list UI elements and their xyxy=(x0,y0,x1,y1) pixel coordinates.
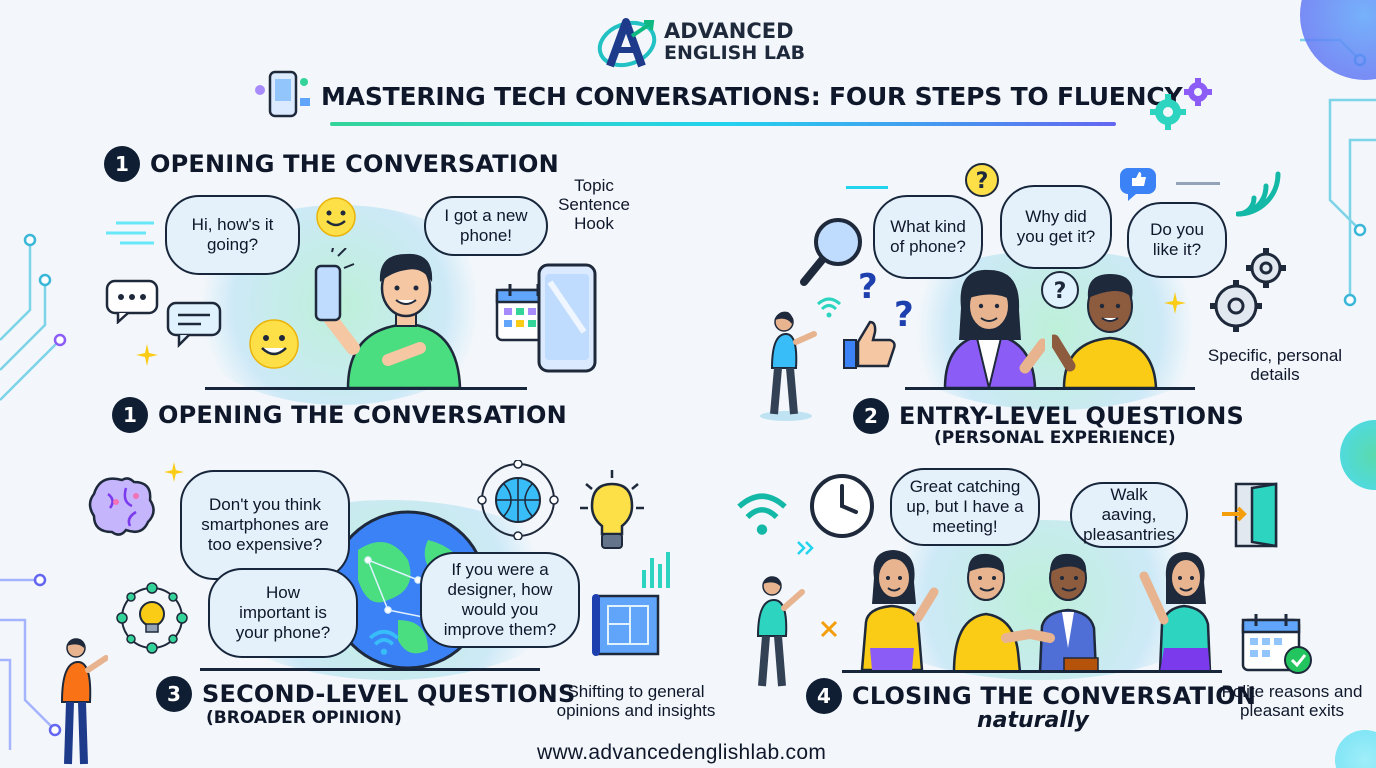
corner-orb-bottom-right xyxy=(1335,730,1376,768)
svg-text:?: ? xyxy=(1054,279,1067,304)
corner-orb-right xyxy=(1340,420,1376,490)
brand-logo: ADVANCED ENGLISH LAB xyxy=(596,14,805,70)
gear-icon xyxy=(1210,248,1286,332)
brand-line-1: ADVANCED xyxy=(664,19,794,43)
step1-number-bottom: 1 xyxy=(112,397,148,433)
step2-note: Specific, personal details xyxy=(1207,346,1343,384)
step3-bubble-designer: If you were a designer, how would you im… xyxy=(420,552,580,648)
step4-small-person-waving xyxy=(756,576,805,687)
step3-heading: 3 SECOND-LEVEL QUESTIONS xyxy=(156,676,575,712)
wifi-icon xyxy=(816,297,842,318)
step4-woman-waving xyxy=(860,550,939,670)
magnifier-icon xyxy=(800,218,862,286)
step4-woman-leaving xyxy=(1139,552,1212,672)
step1-person-with-phone xyxy=(314,248,462,388)
circuit-decoration-left xyxy=(0,233,67,401)
chat-dots-icon xyxy=(105,279,159,324)
step2-man-listening xyxy=(1052,274,1158,388)
smiley-icon xyxy=(316,197,356,237)
sparkle-icon xyxy=(136,344,158,366)
sparkle-icon xyxy=(164,462,184,482)
step3-small-person xyxy=(60,638,108,765)
calendar-icon xyxy=(495,284,553,342)
door-icon xyxy=(1222,482,1278,548)
step4-bubble-leaving: Walk aaving, pleasantries xyxy=(1070,482,1188,548)
step1-note: Topic Sentence Hook xyxy=(558,176,630,233)
step2-bubble-why: Why did you get it? xyxy=(1000,185,1112,269)
chat-lines-icon xyxy=(166,301,222,348)
step2-subtitle: (PERSONAL EXPERIENCE) xyxy=(934,428,1176,448)
step3-ground-line xyxy=(200,668,540,671)
step1-title-bottom: OPENING THE CONVERSATION xyxy=(158,401,567,429)
step1-heading-bottom: 1 OPENING THE CONVERSATION xyxy=(112,397,567,433)
smartphone-icon xyxy=(537,263,597,373)
step2-title: ENTRY-LEVEL QUESTIONS xyxy=(899,402,1244,430)
circuit-decoration-bottom-left xyxy=(0,573,62,750)
speed-lines-icon xyxy=(106,221,154,245)
calendar-check-icon xyxy=(1241,614,1312,674)
step2-ground-line xyxy=(905,387,1195,390)
wifi-icon xyxy=(1236,171,1281,217)
step4-bubble-meeting: Great catching up, but I have a meeting! xyxy=(890,468,1040,546)
step1-heading-top: 1 OPENING THE CONVERSATION xyxy=(104,146,559,182)
step4-ground-line xyxy=(842,670,1222,673)
step4-heading: 4 CLOSING THE CONVERSATION xyxy=(806,678,1256,714)
step4-subtitle: naturally xyxy=(977,708,1089,733)
question-icon: ? xyxy=(965,163,999,197)
dash-decoration xyxy=(846,186,888,189)
wifi-icon xyxy=(368,629,400,655)
step3-number: 3 xyxy=(156,676,192,712)
step3-bubble-important: How important is your phone? xyxy=(208,568,358,658)
cross-icon xyxy=(820,620,838,638)
chevrons-icon xyxy=(797,541,814,555)
step3-bubble-expensive: Don't you think smartphones are too expe… xyxy=(180,470,350,580)
dash-decoration xyxy=(1176,182,1220,185)
phone-app-icon xyxy=(255,70,310,118)
like-badge-icon xyxy=(1120,168,1156,201)
step4-title: CLOSING THE CONVERSATION xyxy=(852,682,1257,710)
step2-bubble-what-kind: What kind of phone? xyxy=(873,195,983,279)
brand-line-2: ENGLISH LAB xyxy=(664,42,806,64)
step3-title: SECOND-LEVEL QUESTIONS xyxy=(202,680,576,708)
title-underline xyxy=(330,122,1116,126)
globe-network-icon xyxy=(477,460,559,540)
question-marks-icon: ? ? xyxy=(858,267,914,332)
step2-heading: 2 ENTRY-LEVEL QUESTIONS xyxy=(853,398,1244,434)
thumbs-up-icon xyxy=(843,320,896,369)
step2-small-person xyxy=(760,311,817,421)
footer-url[interactable]: www.advancedenglishlab.com xyxy=(537,741,827,764)
logo-icon xyxy=(597,18,657,68)
lightbulb-icon xyxy=(580,470,644,549)
step1-number: 1 xyxy=(104,146,140,182)
step1-ground-line xyxy=(205,387,527,390)
step4-handshake-people xyxy=(952,553,1099,672)
smiley-icon xyxy=(249,319,299,369)
step4-note: Polite reasons and pleasant exits xyxy=(1221,682,1363,720)
step2-woman-speaking xyxy=(943,269,1045,388)
step2-number: 2 xyxy=(853,398,889,434)
step2-bubble-like: Do you like it? xyxy=(1127,202,1227,278)
step1-title-top: OPENING THE CONVERSATION xyxy=(150,150,559,178)
step1-bubble-new-phone: I got a new phone! xyxy=(424,196,548,256)
svg-text:?: ? xyxy=(976,169,989,194)
step1-bubble-greeting: Hi, how's it going? xyxy=(165,195,300,275)
brain-icon xyxy=(88,477,155,536)
main-title: MASTERING TECH CONVERSATIONS: FOUR STEPS… xyxy=(321,82,1183,111)
sparkle-icon xyxy=(1164,292,1186,314)
lightbulb-network-icon xyxy=(116,582,188,654)
step4-number: 4 xyxy=(806,678,842,714)
question-icon: ? xyxy=(1041,271,1079,309)
step3-note: Shifting to general opinions and insight… xyxy=(556,682,716,720)
step3-subtitle: (BROADER OPINION) xyxy=(206,708,402,728)
gear-icon xyxy=(1150,78,1212,130)
bar-chart-icon xyxy=(642,552,670,588)
blueprint-icon xyxy=(592,594,660,656)
clock-icon xyxy=(810,474,874,538)
wifi-icon xyxy=(737,493,787,535)
svg-text:?: ? xyxy=(894,295,914,332)
svg-text:?: ? xyxy=(858,267,878,307)
